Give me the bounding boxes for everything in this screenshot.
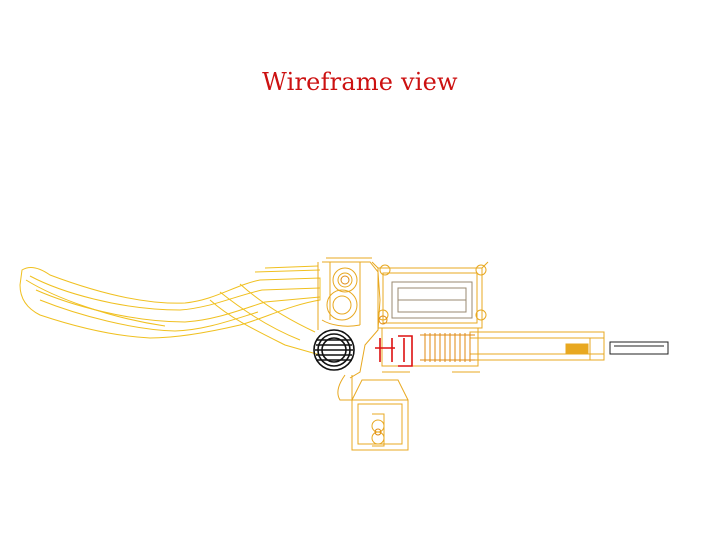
pivot-bolts [340, 275, 388, 436]
return-spring [420, 333, 475, 362]
piston-accent [375, 335, 413, 367]
pivot-body [317, 257, 381, 401]
lever-blade [19, 265, 321, 356]
master-cylinder [371, 261, 489, 373]
reservoir-detail [391, 281, 473, 319]
pivot-coil-spring [313, 329, 355, 371]
rod-tip [609, 341, 669, 355]
cylinder-end-fill [565, 344, 589, 354]
lower-mount [351, 379, 409, 451]
slide-title: Wireframe view [262, 68, 458, 96]
